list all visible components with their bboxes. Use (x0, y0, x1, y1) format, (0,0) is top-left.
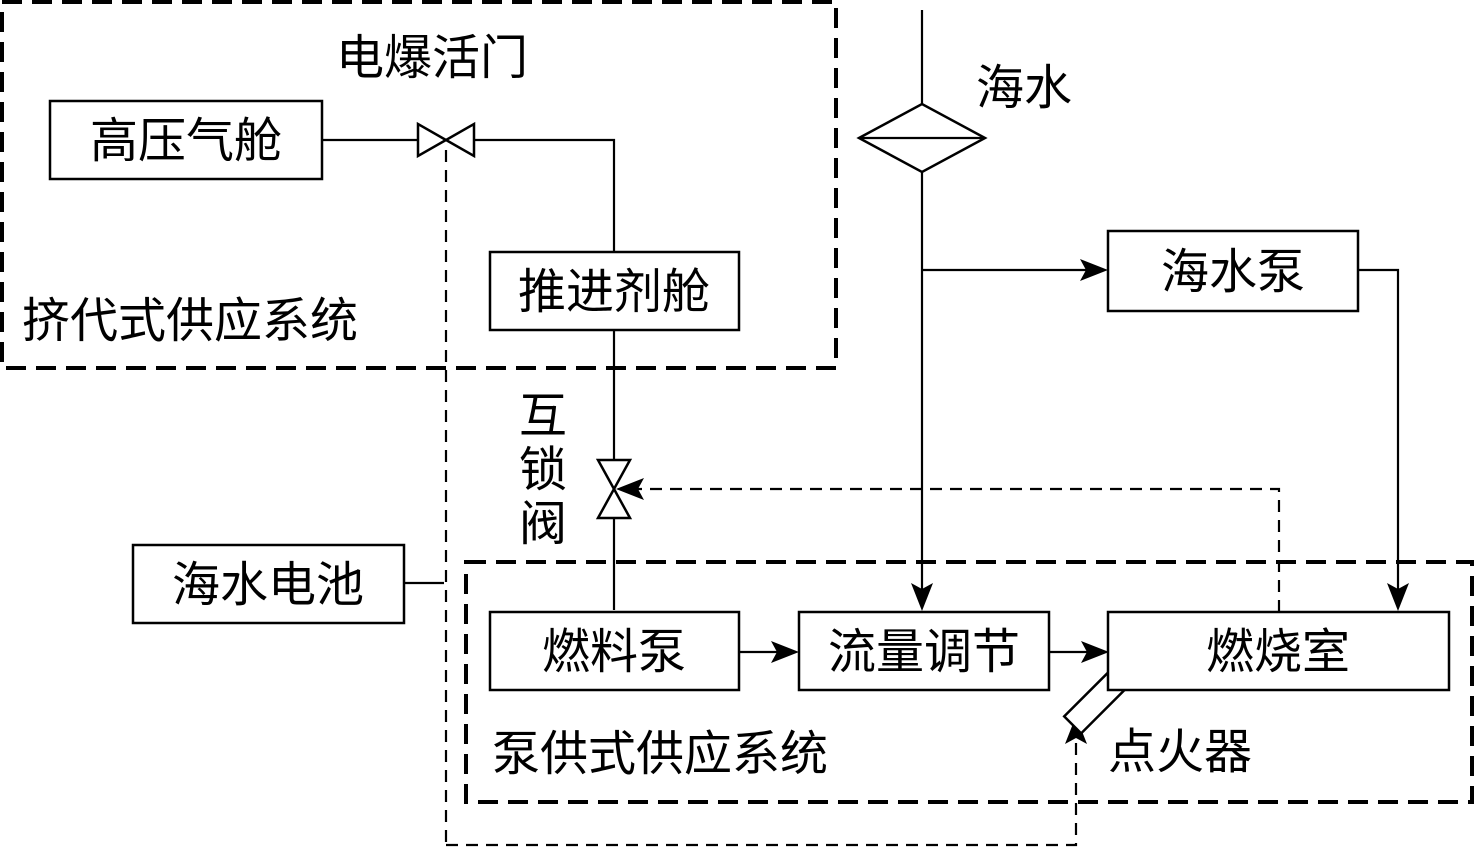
hp-gas-tank-label: 高压气舱 (90, 113, 282, 169)
arrow-to-flow-regulation-top (911, 583, 933, 611)
fuel-pump-label: 燃料泵 (542, 624, 686, 680)
interlock-valve-icon (595, 458, 633, 520)
pump-fed-system-region (464, 560, 1474, 804)
propellant-tank-label: 推进剂舱 (518, 264, 710, 320)
dashed-control-lines (444, 150, 1281, 847)
interlock-valve-char-1: 互 (519, 388, 567, 444)
arrow-to-interlock-valve (616, 478, 644, 500)
hp-gas-tank-box (48, 99, 324, 181)
seawater-label: 海水 (976, 60, 1072, 116)
explosive-valve-icon (416, 121, 476, 159)
seawater-battery-label: 海水电池 (172, 557, 364, 613)
combustion-chamber-label: 燃烧室 (1206, 624, 1350, 680)
seawater-pump-label: 海水泵 (1161, 244, 1305, 300)
fuel-pump-box (488, 610, 741, 692)
arrow-pump-to-flow (771, 641, 799, 663)
interlock-valve-char-3: 阀 (519, 496, 567, 552)
explosive-valve-label: 电爆活门 (336, 30, 528, 86)
propellant-tank-box (488, 250, 741, 332)
arrow-to-combustion-chamber-top (1387, 583, 1409, 611)
solid-flow-lines (322, 10, 1400, 654)
arrow-to-seawater-pump (1080, 259, 1108, 281)
pressure-fed-system-label: 挤代式供应系统 (22, 293, 358, 349)
flow-regulation-box (797, 610, 1051, 692)
seawater-battery-box (131, 543, 406, 625)
interlock-valve-char-2: 锁 (519, 442, 567, 498)
seawater-pump-box (1106, 229, 1360, 313)
pump-fed-system-label: 泵供式供应系统 (492, 726, 828, 782)
igniter-label: 点火器 (1108, 724, 1252, 780)
combustion-chamber-box (1106, 610, 1451, 692)
arrow-flow-to-chamber (1081, 641, 1109, 663)
flow-regulation-label: 流量调节 (828, 624, 1020, 680)
seawater-inlet-exchanger-icon (856, 102, 988, 174)
